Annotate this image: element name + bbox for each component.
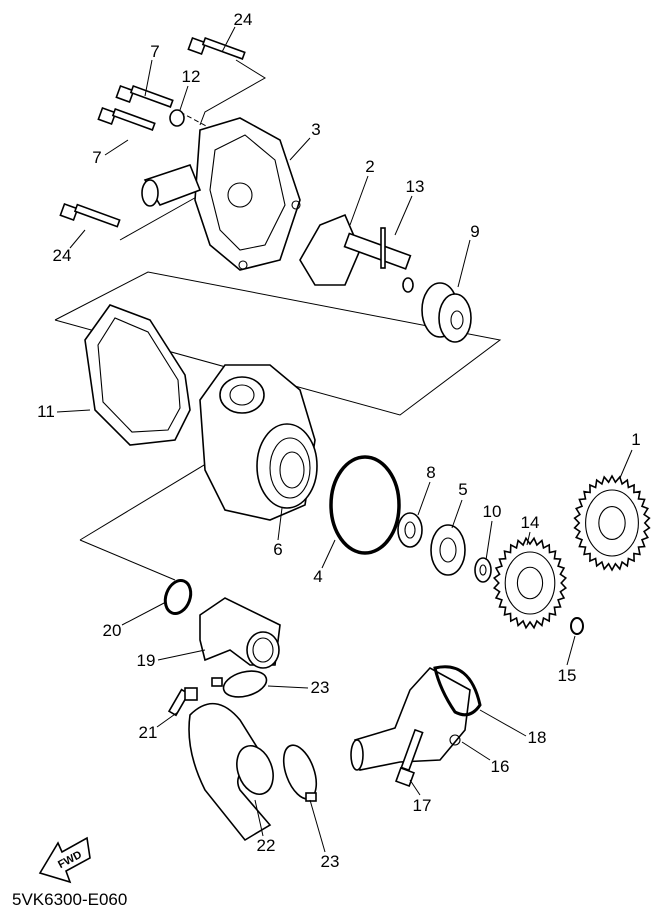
gasket — [84, 304, 191, 446]
callout-18: 18 — [527, 728, 547, 747]
callout-9: 9 — [470, 222, 480, 241]
o-ring-20 — [163, 579, 193, 615]
callout-2: 2 — [365, 157, 375, 176]
gasket-18 — [433, 665, 482, 717]
bolt-24-top — [187, 36, 246, 60]
callout-12: 12 — [181, 67, 201, 86]
o-ring-4 — [329, 455, 401, 555]
callout-20: 20 — [102, 621, 122, 640]
gear-14 — [492, 536, 568, 630]
callout-8: 8 — [426, 463, 436, 482]
outlet-elbow — [199, 597, 281, 669]
callout-15: 15 — [557, 666, 577, 685]
callout-23: 23 — [320, 852, 340, 871]
callout-5: 5 — [458, 480, 468, 499]
callout-7: 7 — [150, 42, 160, 61]
pin-13 — [380, 227, 386, 269]
hose-clamp-upper — [211, 670, 268, 698]
bolt-17 — [395, 728, 424, 787]
oil-seal-8 — [397, 512, 423, 548]
washer-12 — [169, 109, 185, 127]
washer-10 — [474, 557, 492, 583]
mechanical-seal — [421, 282, 472, 343]
callout-1: 1 — [631, 430, 641, 449]
callout-7: 7 — [92, 148, 102, 167]
callout-16: 16 — [490, 757, 510, 776]
water-pipe — [350, 666, 471, 771]
diagram-code: 5VK6300-E060 — [12, 890, 128, 909]
fwd-arrow-icon — [38, 836, 91, 884]
hose-clamp-lower — [282, 744, 318, 802]
callout-4: 4 — [313, 567, 323, 586]
callout-22: 22 — [256, 836, 276, 855]
bearing-5 — [430, 524, 466, 576]
callout-14: 14 — [520, 513, 540, 532]
circlip — [570, 617, 584, 635]
bolt-21 — [167, 687, 198, 717]
callout-24: 24 — [52, 246, 72, 265]
callout-3: 3 — [311, 120, 321, 139]
pump-housing — [199, 364, 318, 521]
gear-1 — [573, 474, 651, 572]
bolt-7-lower — [97, 106, 156, 131]
callout-21: 21 — [138, 723, 158, 742]
callout-13: 13 — [405, 177, 425, 196]
callout-23: 23 — [310, 678, 330, 697]
callout-24: 24 — [233, 10, 253, 29]
water-hose — [188, 702, 274, 842]
impeller — [299, 213, 414, 293]
callout-6: 6 — [273, 540, 283, 559]
callout-17: 17 — [412, 796, 432, 815]
bolt-7-upper — [115, 84, 174, 108]
callout-11: 11 — [37, 402, 55, 421]
water-pump-cover — [141, 117, 301, 271]
leader-lines — [56, 26, 633, 853]
callout-19: 19 — [136, 651, 156, 670]
bolt-24-lower — [59, 202, 121, 228]
callout-10: 10 — [482, 502, 502, 521]
